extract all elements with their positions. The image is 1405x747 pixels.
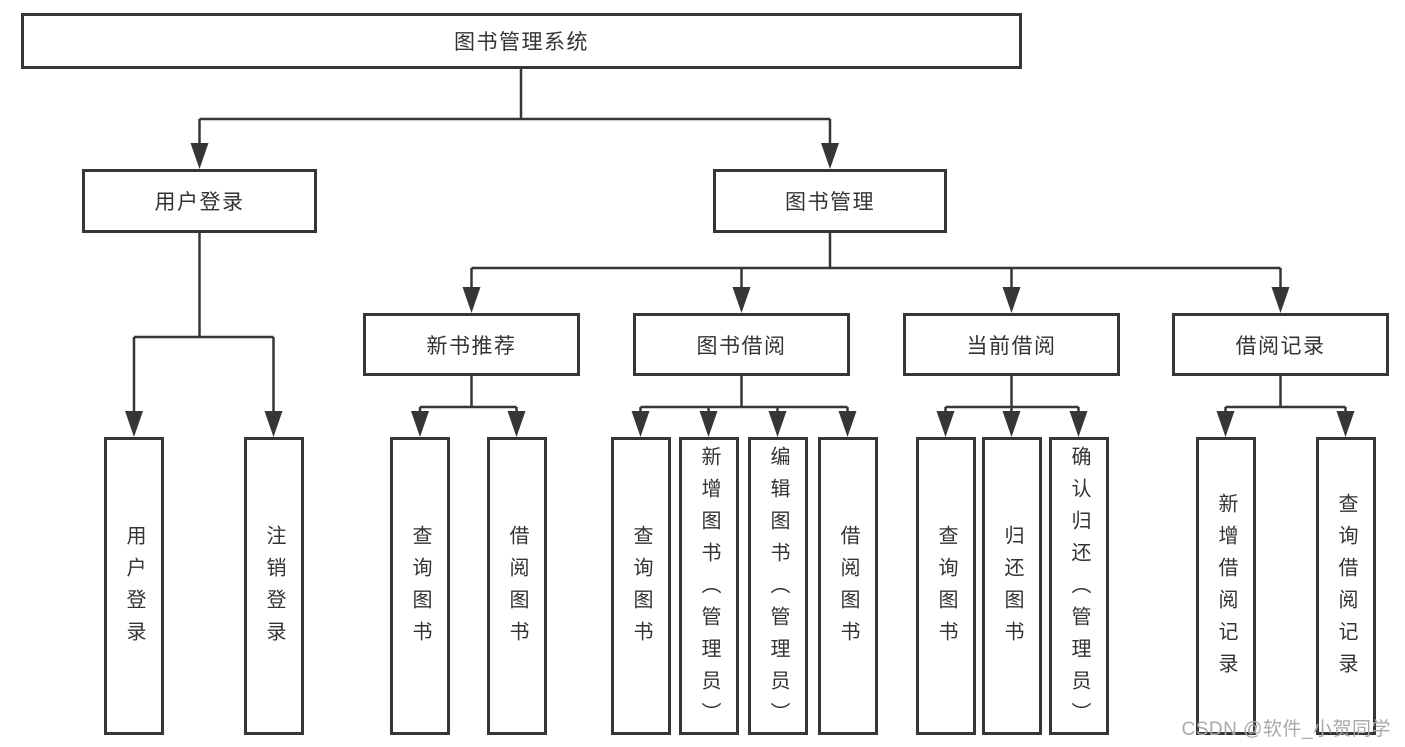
connector-book-management xyxy=(470,233,1282,290)
arrowhead xyxy=(1336,411,1355,437)
leaf-return-books: 归还图书 xyxy=(982,437,1042,735)
node-borrow-records: 借阅记录 xyxy=(1172,313,1389,376)
connector-borrow-records xyxy=(1224,376,1347,414)
leaf-borrow-books: 借阅图书 xyxy=(818,437,878,735)
leaf-query-books-recommend: 查询图书 xyxy=(390,437,450,735)
arrowhead xyxy=(507,411,526,437)
leaf-user-login: 用户登录 xyxy=(104,437,164,735)
arrowhead xyxy=(411,411,429,437)
node-user-login: 用户登录 xyxy=(82,169,317,233)
connector-root xyxy=(198,69,832,146)
arrowhead xyxy=(264,411,283,437)
leaf-edit-books-admin: 编辑图书（管理员） xyxy=(748,437,808,735)
node-root-library-system: 图书管理系统 xyxy=(21,13,1022,69)
connector-user-login xyxy=(132,233,275,414)
arrowhead xyxy=(631,411,650,437)
leaf-query-books-current: 查询图书 xyxy=(916,437,976,735)
connector-current-borrow xyxy=(944,376,1080,414)
arrowhead xyxy=(821,143,839,169)
arrowhead xyxy=(1216,411,1235,437)
leaf-borrow-books-recommend: 借阅图书 xyxy=(487,437,547,735)
arrowhead xyxy=(125,411,143,437)
arrowhead xyxy=(936,411,955,437)
arrowhead xyxy=(1002,287,1021,313)
leaf-logout: 注销登录 xyxy=(244,437,304,735)
leaf-query-books-borrow: 查询图书 xyxy=(611,437,671,735)
connector-new-books xyxy=(418,376,518,414)
arrowhead xyxy=(732,287,751,313)
node-current-borrow: 当前借阅 xyxy=(903,313,1120,376)
leaf-confirm-return-admin: 确认归还（管理员） xyxy=(1049,437,1109,735)
leaf-query-borrow-record: 查询借阅记录 xyxy=(1316,437,1376,735)
arrowhead xyxy=(462,287,481,313)
node-book-management: 图书管理 xyxy=(713,169,947,233)
arrowhead xyxy=(1069,411,1088,437)
arrowhead xyxy=(838,411,857,437)
node-new-book-recommend: 新书推荐 xyxy=(363,313,580,376)
leaf-add-books-admin: 新增图书（管理员） xyxy=(679,437,739,735)
arrowhead xyxy=(1002,411,1021,437)
csdn-watermark: CSDN @软件_小贺同学 xyxy=(1181,719,1391,740)
arrowhead xyxy=(190,143,209,169)
arrowhead xyxy=(1271,287,1290,313)
arrowhead xyxy=(699,411,718,437)
leaf-add-borrow-record: 新增借阅记录 xyxy=(1196,437,1256,735)
arrowhead xyxy=(768,411,787,437)
connector-book-borrow xyxy=(639,376,849,414)
node-book-borrow: 图书借阅 xyxy=(633,313,850,376)
